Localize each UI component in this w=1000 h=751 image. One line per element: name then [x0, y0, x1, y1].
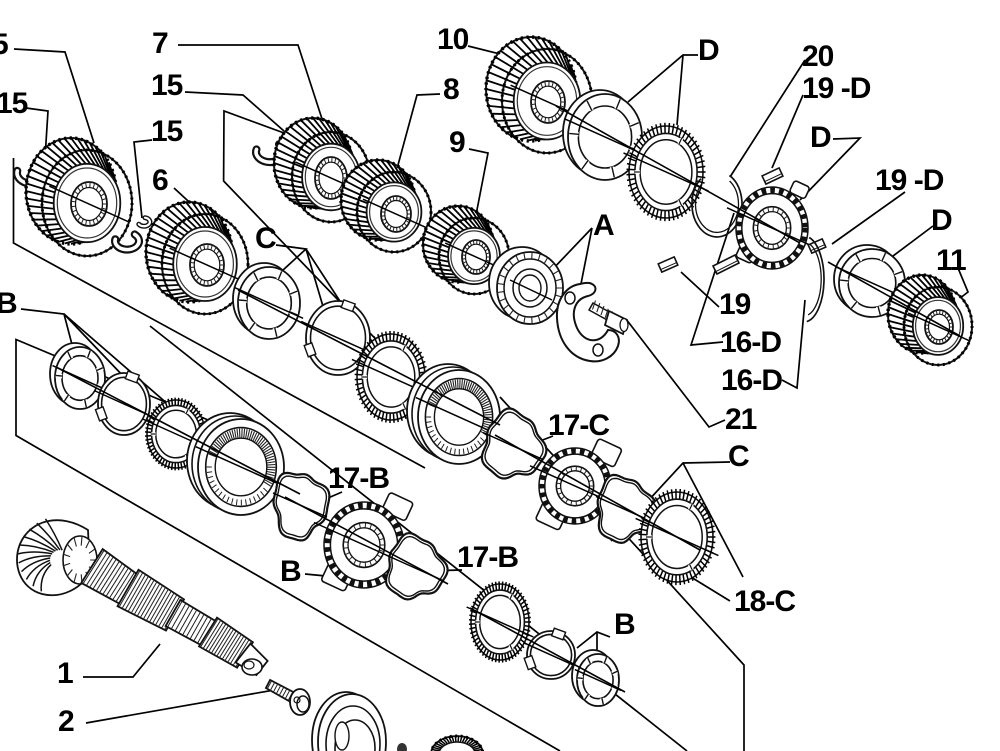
svg-text:9: 9 [449, 126, 465, 159]
svg-text:17-B: 17-B [328, 462, 389, 495]
svg-text:20: 20 [802, 40, 834, 73]
svg-text:15: 15 [0, 87, 28, 120]
svg-text:6: 6 [152, 164, 168, 197]
svg-text:1: 1 [57, 657, 73, 690]
svg-text:D: D [698, 34, 719, 67]
svg-text:B: B [280, 555, 301, 588]
svg-text:10: 10 [437, 23, 469, 56]
svg-text:11: 11 [936, 244, 966, 277]
svg-text:19 -D: 19 -D [802, 72, 871, 105]
svg-text:2: 2 [58, 705, 74, 738]
svg-text:19 -D: 19 -D [875, 164, 944, 197]
svg-text:C: C [255, 222, 276, 255]
svg-text:16-D: 16-D [721, 364, 782, 397]
svg-text:B: B [0, 287, 17, 320]
svg-text:21: 21 [725, 403, 757, 436]
svg-text:D: D [931, 204, 952, 237]
svg-text:16-D: 16-D [720, 326, 781, 359]
svg-text:19: 19 [719, 288, 751, 321]
svg-text:7: 7 [152, 27, 168, 60]
svg-text:17-C: 17-C [548, 409, 609, 442]
svg-text:5: 5 [0, 28, 8, 61]
svg-text:8: 8 [443, 73, 459, 106]
svg-text:D: D [810, 121, 831, 154]
svg-text:15: 15 [151, 115, 183, 148]
svg-text:15: 15 [151, 69, 183, 102]
svg-text:17-B: 17-B [457, 541, 518, 574]
svg-text:18-C: 18-C [734, 585, 795, 618]
svg-text:B: B [614, 608, 635, 641]
svg-text:C: C [728, 440, 749, 473]
svg-text:A: A [593, 209, 614, 242]
